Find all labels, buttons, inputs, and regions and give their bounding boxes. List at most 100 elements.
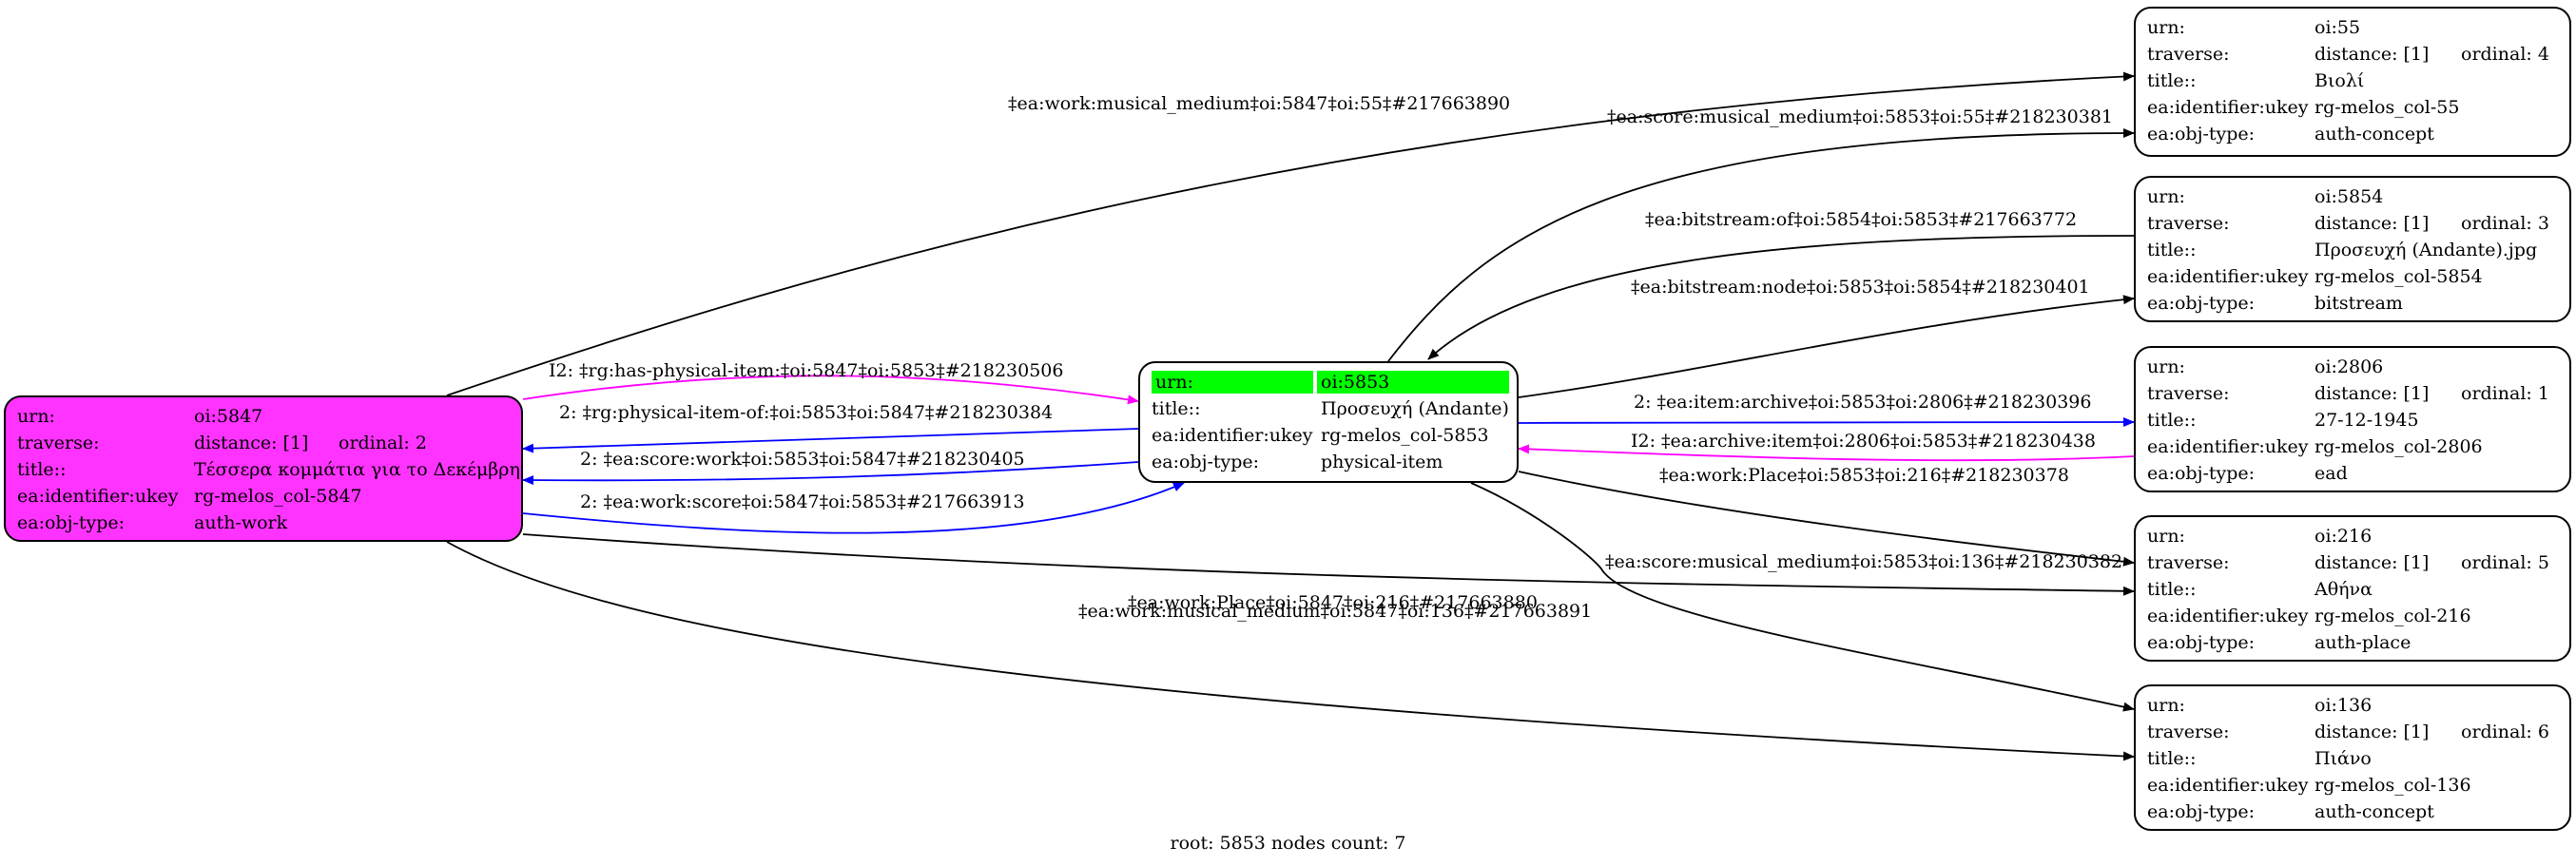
row-key: ea:obj-type: <box>1152 452 1260 472</box>
node-row-obj-type: ea:obj-type: physical-item <box>1152 449 1507 475</box>
row-value: oi:5847 <box>194 406 263 427</box>
row-key: traverse: <box>2147 722 2230 742</box>
row-value: rg-melos_col-55 <box>2315 97 2460 118</box>
node-row-traverse: traverse: distance: [1] ordinal: 2 <box>17 430 512 456</box>
edge-label-7: ‡ea:score:musical_medium‡oi:5853‡oi:136‡… <box>1605 551 2122 572</box>
edge-line-10 <box>522 461 1139 486</box>
node-oi-55[interactable]: urn: oi:55 traverse: distance: [1] ordin… <box>2134 7 2571 157</box>
node-row-urn: urn: oi:2806 <box>2147 354 2560 380</box>
row-key: urn: <box>2147 526 2185 547</box>
row-value: distance: [1] <box>2315 383 2430 404</box>
node-row-title: title:: Αθήνα <box>2147 576 2560 603</box>
row-key: ea:obj-type: <box>2147 463 2256 484</box>
node-oi-5853-root[interactable]: urn: oi:5853 title:: Προσευχή (Andante) … <box>1138 361 1519 483</box>
node-row-identifier: ea:identifier:ukey rg-melos_col-136 <box>2147 772 2560 799</box>
node-row-traverse: traverse: distance: [1] ordinal: 4 <box>2147 41 2560 67</box>
node-oi-2806[interactable]: urn: oi:2806 traverse: distance: [1] ord… <box>2134 346 2571 492</box>
edge-label-6: ‡ea:work:Place‡oi:5853‡oi:216‡#218230378 <box>1659 465 2069 486</box>
node-row-traverse: traverse: distance: [1] ordinal: 3 <box>2147 210 2560 237</box>
row-key: urn: <box>1155 372 1193 393</box>
row-value: physical-item <box>1321 452 1443 472</box>
row-ordinal: ordinal: 3 <box>2461 213 2549 234</box>
row-ordinal: ordinal: 4 <box>2461 44 2549 65</box>
node-row-title: title:: Τέσσερα κομμάτια για το Δεκέμβρη <box>17 456 520 483</box>
edge-line-1 <box>1387 128 2135 362</box>
node-oi-136[interactable]: urn: oi:136 traverse: distance: [1] ordi… <box>2134 684 2571 831</box>
row-key: title:: <box>2147 70 2197 91</box>
node-row-urn: urn: oi:55 <box>2147 14 2560 41</box>
edge-line-3 <box>1518 295 2135 398</box>
row-key: traverse: <box>2147 44 2230 65</box>
row-value: rg-melos_col-136 <box>2315 775 2471 796</box>
edge-label-9: 2: ‡rg:physical-item-of:‡oi:5853‡oi:5847… <box>559 402 1053 423</box>
row-key: traverse: <box>2147 213 2230 234</box>
node-row-title: title:: Προσευχή (Andante) <box>1152 395 1509 422</box>
row-value: rg-melos_col-5854 <box>2315 266 2483 287</box>
edge-label-5: I2: ‡ea:archive:item‡oi:2806‡oi:5853‡#21… <box>1631 431 2096 452</box>
row-key: urn: <box>2147 17 2185 38</box>
row-ordinal: ordinal: 2 <box>339 433 427 453</box>
node-oi-5847[interactable]: urn: oi:5847 traverse: distance: [1] ord… <box>4 395 523 542</box>
row-value: distance: [1] <box>194 433 309 453</box>
edge-line-6 <box>1518 471 2135 567</box>
row-key: ea:obj-type: <box>2147 124 2256 144</box>
row-value: rg-melos_col-216 <box>2315 606 2471 626</box>
row-key: urn: <box>2147 186 2185 207</box>
node-row-obj-type: ea:obj-type: auth-place <box>2147 629 2560 656</box>
row-key: urn: <box>2147 695 2185 716</box>
root-highlight-value <box>1317 371 1509 394</box>
row-key: traverse: <box>17 433 100 453</box>
root-highlight-key <box>1152 371 1313 394</box>
node-row-obj-type: ea:obj-type: auth-concept <box>2147 799 2560 825</box>
row-value: Τέσσερα κομμάτια για το Δεκέμβρη <box>194 459 520 480</box>
row-ordinal: ordinal: 5 <box>2461 552 2549 573</box>
row-value: bitstream <box>2315 293 2403 314</box>
row-key: title:: <box>1152 398 1201 419</box>
row-key: ea:identifier:ukey <box>2147 97 2309 118</box>
node-row-urn: urn: oi:5847 <box>17 403 512 430</box>
edge-line-12 <box>522 533 2135 596</box>
row-key: title:: <box>2147 240 2197 260</box>
row-value: Προσευχή (Andante) <box>1321 398 1509 419</box>
row-value: ead <box>2315 463 2348 484</box>
row-value: oi:2806 <box>2315 356 2384 377</box>
node-row-obj-type: ea:obj-type: ead <box>2147 460 2560 487</box>
edge-label-3: ‡ea:bitstream:node‡oi:5853‡oi:5854‡#2182… <box>1631 277 2090 298</box>
edge-line-7 <box>1470 482 2135 712</box>
node-row-identifier: ea:identifier:ukey rg-melos_col-5854 <box>2147 263 2560 290</box>
row-value: auth-concept <box>2315 801 2434 822</box>
graph-footer: root: 5853 nodes count: 7 <box>1170 833 1406 854</box>
row-key: ea:identifier:ukey <box>2147 266 2309 287</box>
row-value: Προσευχή (Andante).jpg <box>2315 240 2538 260</box>
edge-label-13: ‡ea:work:musical_medium‡oi:5847‡oi:136‡#… <box>1078 601 1592 622</box>
row-value: auth-concept <box>2315 124 2434 144</box>
row-key: traverse: <box>2147 383 2230 404</box>
node-row-traverse: traverse: distance: [1] ordinal: 5 <box>2147 549 2560 576</box>
row-value: oi:5854 <box>2315 186 2384 207</box>
node-oi-216[interactable]: urn: oi:216 traverse: distance: [1] ordi… <box>2134 515 2571 662</box>
row-key: title:: <box>2147 579 2197 600</box>
node-row-identifier: ea:identifier:ukey rg-melos_col-2806 <box>2147 433 2560 460</box>
edge-label-8: I2: ‡rg:has-physical-item:‡oi:5847‡oi:58… <box>549 360 1063 381</box>
node-row-title: title:: 27-12-1945 <box>2147 407 2560 433</box>
node-oi-5854[interactable]: urn: oi:5854 traverse: distance: [1] ord… <box>2134 176 2571 322</box>
node-row-title: title:: Προσευχή (Andante).jpg <box>2147 237 2560 263</box>
edge-line-9 <box>522 428 1139 453</box>
node-row-title: title:: Βιολί <box>2147 67 2560 94</box>
row-value: distance: [1] <box>2315 722 2430 742</box>
edge-label-1: ‡ea:score:musical_medium‡oi:5853‡oi:55‡#… <box>1607 106 2113 127</box>
row-key: title:: <box>17 459 67 480</box>
node-row-traverse: traverse: distance: [1] ordinal: 1 <box>2147 380 2560 407</box>
row-key: ea:obj-type: <box>17 512 126 533</box>
edge-label-12: ‡ea:work:Place‡oi:5847‡oi:216‡#217663880 <box>1128 592 1538 613</box>
row-key: urn: <box>17 406 55 427</box>
edge-line-13 <box>446 541 2135 761</box>
edge-label-10: 2: ‡ea:score:work‡oi:5853‡oi:5847‡#21823… <box>580 449 1025 470</box>
row-key: title:: <box>2147 410 2197 431</box>
node-row-urn: urn: oi:136 <box>2147 692 2560 719</box>
node-row-title: title:: Πιάνο <box>2147 745 2560 772</box>
row-value: distance: [1] <box>2315 213 2430 234</box>
row-value: oi:216 <box>2315 526 2373 547</box>
row-ordinal: ordinal: 1 <box>2461 383 2549 404</box>
